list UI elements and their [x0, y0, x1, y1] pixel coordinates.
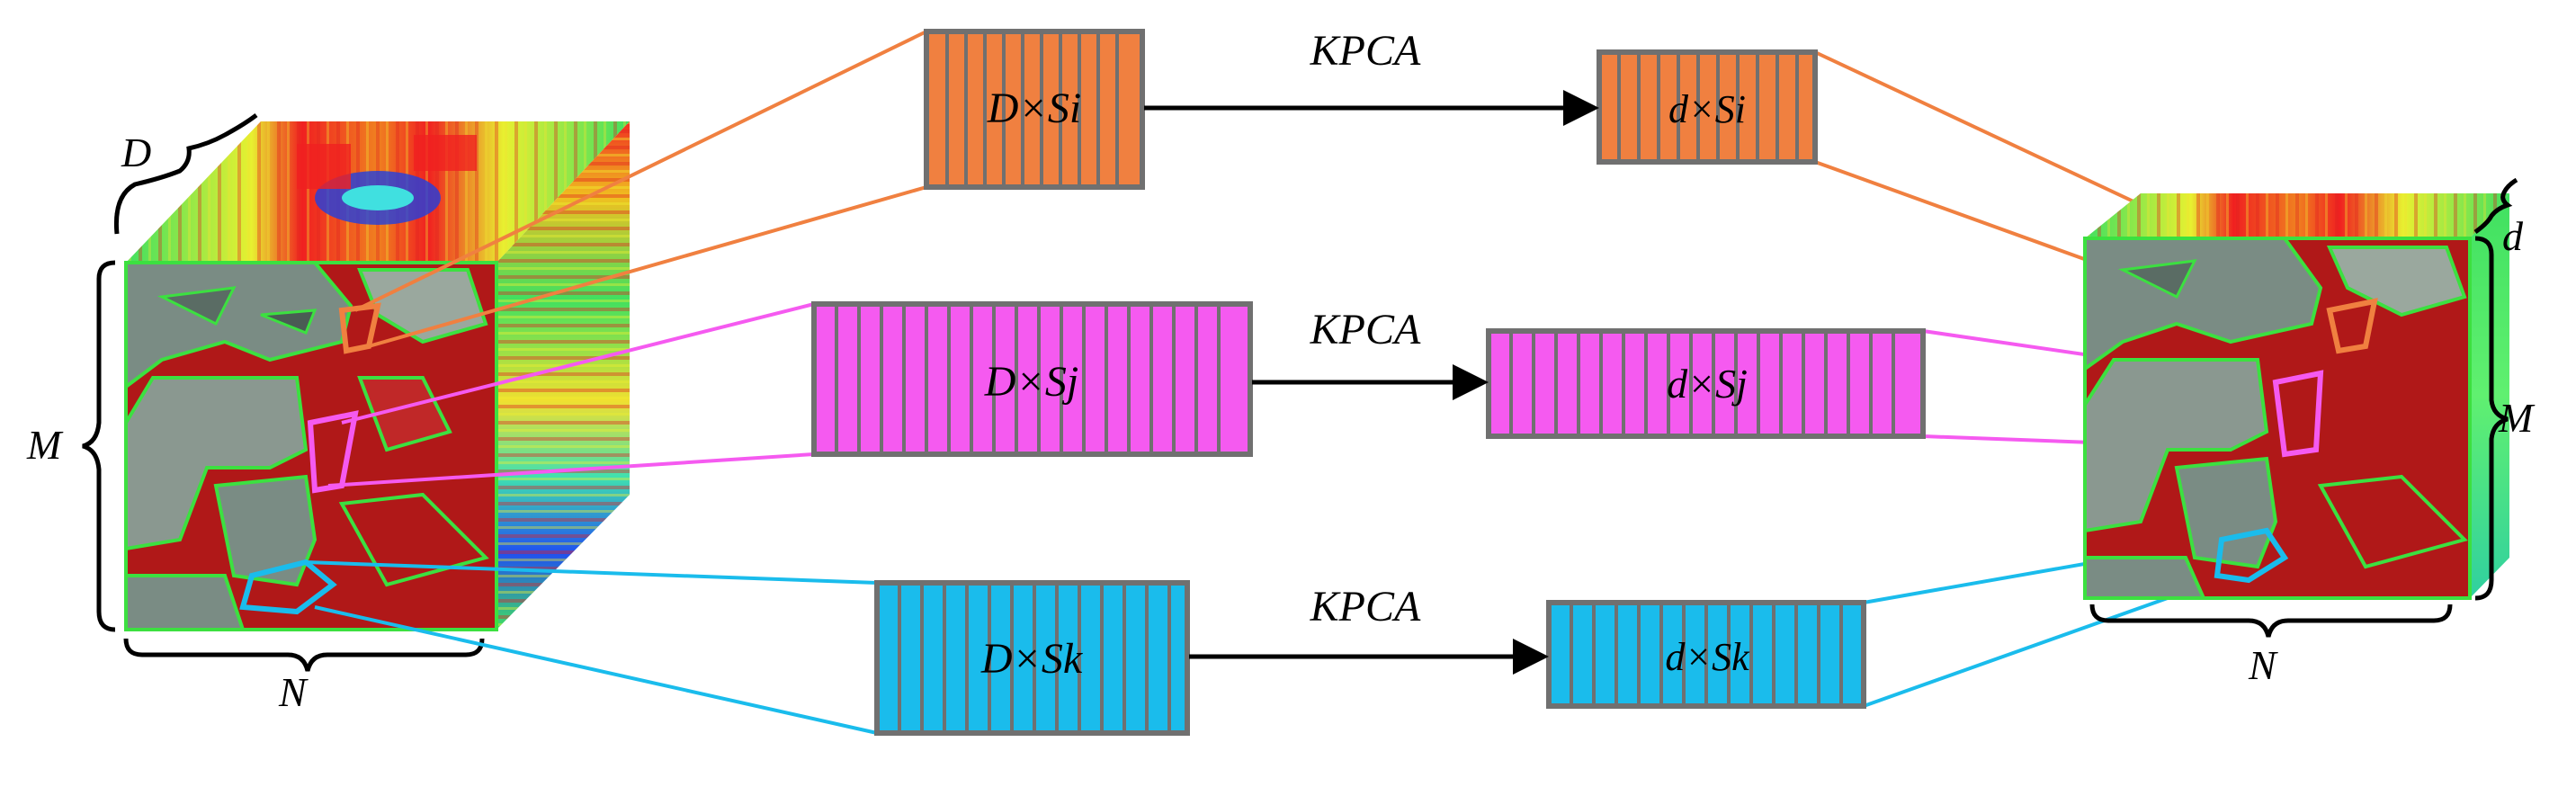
matrix-out-label-j: d×Sj	[1667, 361, 1748, 407]
matrix-in-row-i: D×Si	[924, 29, 1145, 190]
left-height-label: M	[26, 422, 64, 468]
matrix-out-row-i: d×Si	[1597, 49, 1818, 165]
left-depth-label: D	[121, 130, 151, 175]
reduced-height-brace	[2474, 236, 2509, 601]
kpca-label-k: KPCA	[1310, 583, 1421, 630]
matrix-in-row-j: D×Sj	[811, 301, 1253, 457]
reduced-cube-front-face	[2085, 238, 2470, 598]
matrix-out-label-k: d×Sk	[1665, 635, 1750, 679]
right-width-label: N	[2248, 642, 2278, 688]
right-height-label: M	[2498, 395, 2536, 441]
reduced-width-brace	[2089, 604, 2453, 638]
kpca-arrow-row-j: KPCA	[1252, 306, 1489, 400]
right-depth-label: d	[2502, 213, 2524, 259]
matrix-out-label-i: d×Si	[1668, 87, 1746, 131]
input-hyperspectral-cube	[124, 121, 630, 631]
kpca-arrow-row-i: KPCA	[1144, 27, 1599, 126]
reduced-depth-brace	[2473, 177, 2518, 235]
cube-front-face	[126, 263, 496, 630]
matrix-in-label-k: D×Sk	[980, 635, 1084, 683]
matrix-out-row-j: d×Sj	[1486, 328, 1926, 439]
depth-brace	[113, 113, 258, 235]
height-brace	[82, 260, 116, 632]
connectors-left	[305, 30, 927, 735]
matrix-in-label-j: D×Sj	[984, 358, 1078, 406]
left-cube-brackets	[82, 113, 485, 672]
right-cube-brackets	[2089, 177, 2518, 638]
width-brace	[123, 638, 485, 672]
kpca-label-i: KPCA	[1310, 27, 1421, 75]
output-reduced-cube	[2083, 193, 2509, 600]
left-width-label: N	[278, 669, 309, 715]
matrix-in-row-k: D×Sk	[874, 580, 1190, 736]
kpca-label-j: KPCA	[1310, 306, 1421, 353]
kpca-arrow-row-k: KPCA	[1189, 583, 1549, 675]
matrix-in-label-i: D×Si	[987, 85, 1081, 132]
matrix-out-row-k: d×Sk	[1546, 600, 1866, 709]
